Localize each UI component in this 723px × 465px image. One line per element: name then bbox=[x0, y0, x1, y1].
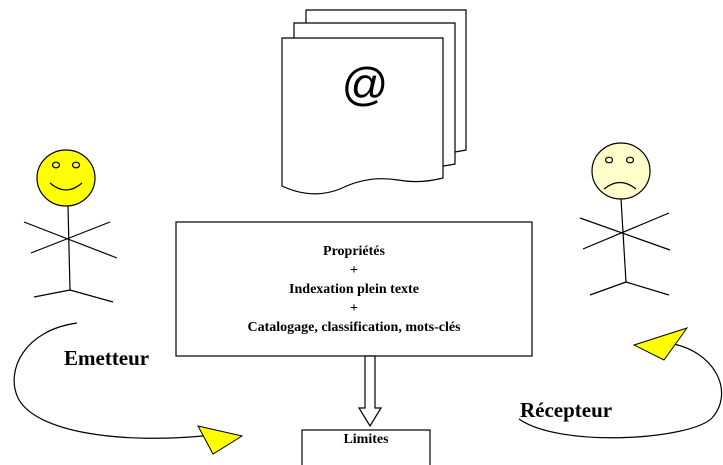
process-line-cataloging: Catalogage, classification, mots-clés bbox=[247, 319, 461, 335]
sender-cycle-arrow bbox=[13, 322, 244, 455]
process-line-properties: Propriétés bbox=[323, 243, 385, 259]
limits-label: Limites bbox=[343, 432, 389, 447]
sender-arrowhead bbox=[197, 425, 244, 455]
limits-box bbox=[301, 429, 431, 465]
receiver-eye-right bbox=[625, 156, 635, 164]
receiver-figure bbox=[579, 142, 671, 296]
receiver-eye-left bbox=[604, 156, 614, 164]
sender-eye-right bbox=[71, 161, 81, 169]
receiver-mouth bbox=[603, 181, 637, 190]
process-box-text: Propriétés + Indexation plein texte + Ca… bbox=[176, 222, 532, 356]
sender-label: Emetteur bbox=[64, 346, 150, 370]
process-line-fulltext: Indexation plein texte bbox=[289, 281, 419, 297]
receiver-face bbox=[591, 142, 651, 200]
document-stack-icon bbox=[281, 9, 467, 195]
process-line-plus-2: + bbox=[350, 300, 358, 316]
sender-figure bbox=[23, 149, 118, 303]
receiver-arrowhead bbox=[632, 327, 689, 361]
at-symbol: @ bbox=[341, 58, 389, 110]
sender-face bbox=[36, 149, 96, 207]
receiver-label: Récepteur bbox=[520, 398, 613, 422]
receiver-cycle-arrow bbox=[518, 327, 723, 439]
sender-eye-left bbox=[51, 161, 61, 169]
sender-mouth bbox=[49, 182, 83, 191]
document-page-front bbox=[281, 37, 444, 195]
process-line-plus-1: + bbox=[350, 262, 358, 278]
process-box bbox=[175, 221, 533, 357]
down-arrow bbox=[357, 355, 383, 428]
